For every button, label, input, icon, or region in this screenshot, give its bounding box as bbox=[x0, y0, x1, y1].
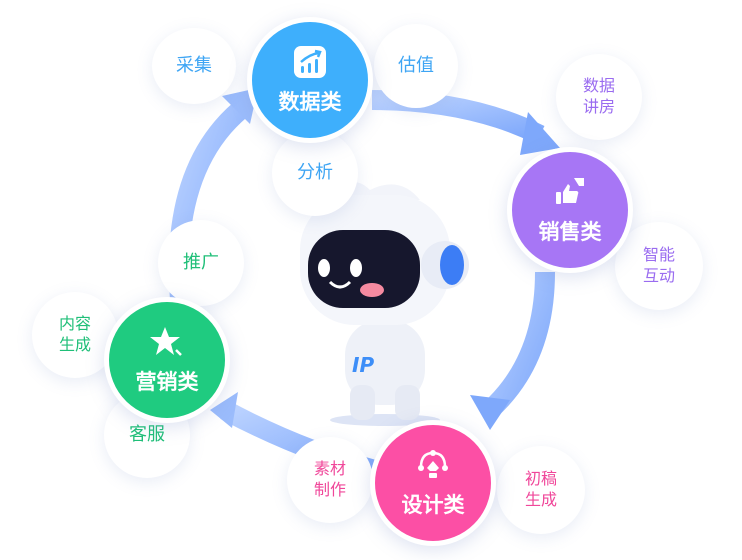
category-sales: 销售类 bbox=[507, 147, 633, 273]
tag-line: 初稿 bbox=[524, 469, 557, 489]
robot-badge: IP bbox=[352, 353, 374, 377]
tag-line: 生成 bbox=[58, 335, 91, 354]
category-data: 数据类 bbox=[247, 17, 373, 143]
tag-collect: 采集 bbox=[152, 28, 236, 104]
pen-tool-icon bbox=[418, 450, 448, 478]
category-design: 设计类 bbox=[370, 420, 496, 546]
tag-line: 素材 bbox=[313, 459, 346, 479]
tag-line: 数据 bbox=[582, 76, 615, 96]
tag-line: 讲房 bbox=[582, 97, 615, 116]
arrow-sales-to-design bbox=[483, 271, 555, 418]
chart-growth-icon bbox=[294, 46, 326, 78]
tag-material-production: 素材制作 bbox=[287, 437, 373, 523]
robot-mascot: IP bbox=[300, 182, 469, 426]
tag-analysis: 分析 bbox=[272, 130, 358, 216]
star-icon bbox=[150, 327, 182, 356]
tag-draft-generation: 初稿生成 bbox=[497, 446, 585, 534]
tag-line: 智能 bbox=[642, 245, 675, 265]
arrow-head bbox=[470, 395, 510, 430]
tag-line: 制作 bbox=[313, 480, 346, 499]
category-marketing: 营销类 bbox=[104, 297, 230, 423]
arrow-data-to-sales bbox=[371, 90, 545, 144]
tag-content-generation: 内容生成 bbox=[32, 292, 118, 378]
thumbs-up-icon bbox=[556, 178, 584, 204]
tag-line: 生成 bbox=[524, 490, 557, 509]
category-label: 数据类 bbox=[278, 90, 342, 114]
tag-data-house: 数据讲房 bbox=[556, 54, 642, 140]
category-label: 设计类 bbox=[401, 493, 465, 517]
tag-line: 互动 bbox=[642, 266, 675, 285]
category-label: 营销类 bbox=[135, 370, 199, 394]
arrow-head bbox=[520, 112, 560, 155]
arrow-head bbox=[210, 392, 238, 428]
tag-valuation: 估值 bbox=[374, 24, 458, 108]
tag-smart-interaction: 智能互动 bbox=[615, 222, 703, 310]
tag-line: 内容 bbox=[58, 314, 91, 334]
tag-promotion: 推广 bbox=[158, 220, 244, 306]
category-label: 销售类 bbox=[538, 220, 602, 244]
